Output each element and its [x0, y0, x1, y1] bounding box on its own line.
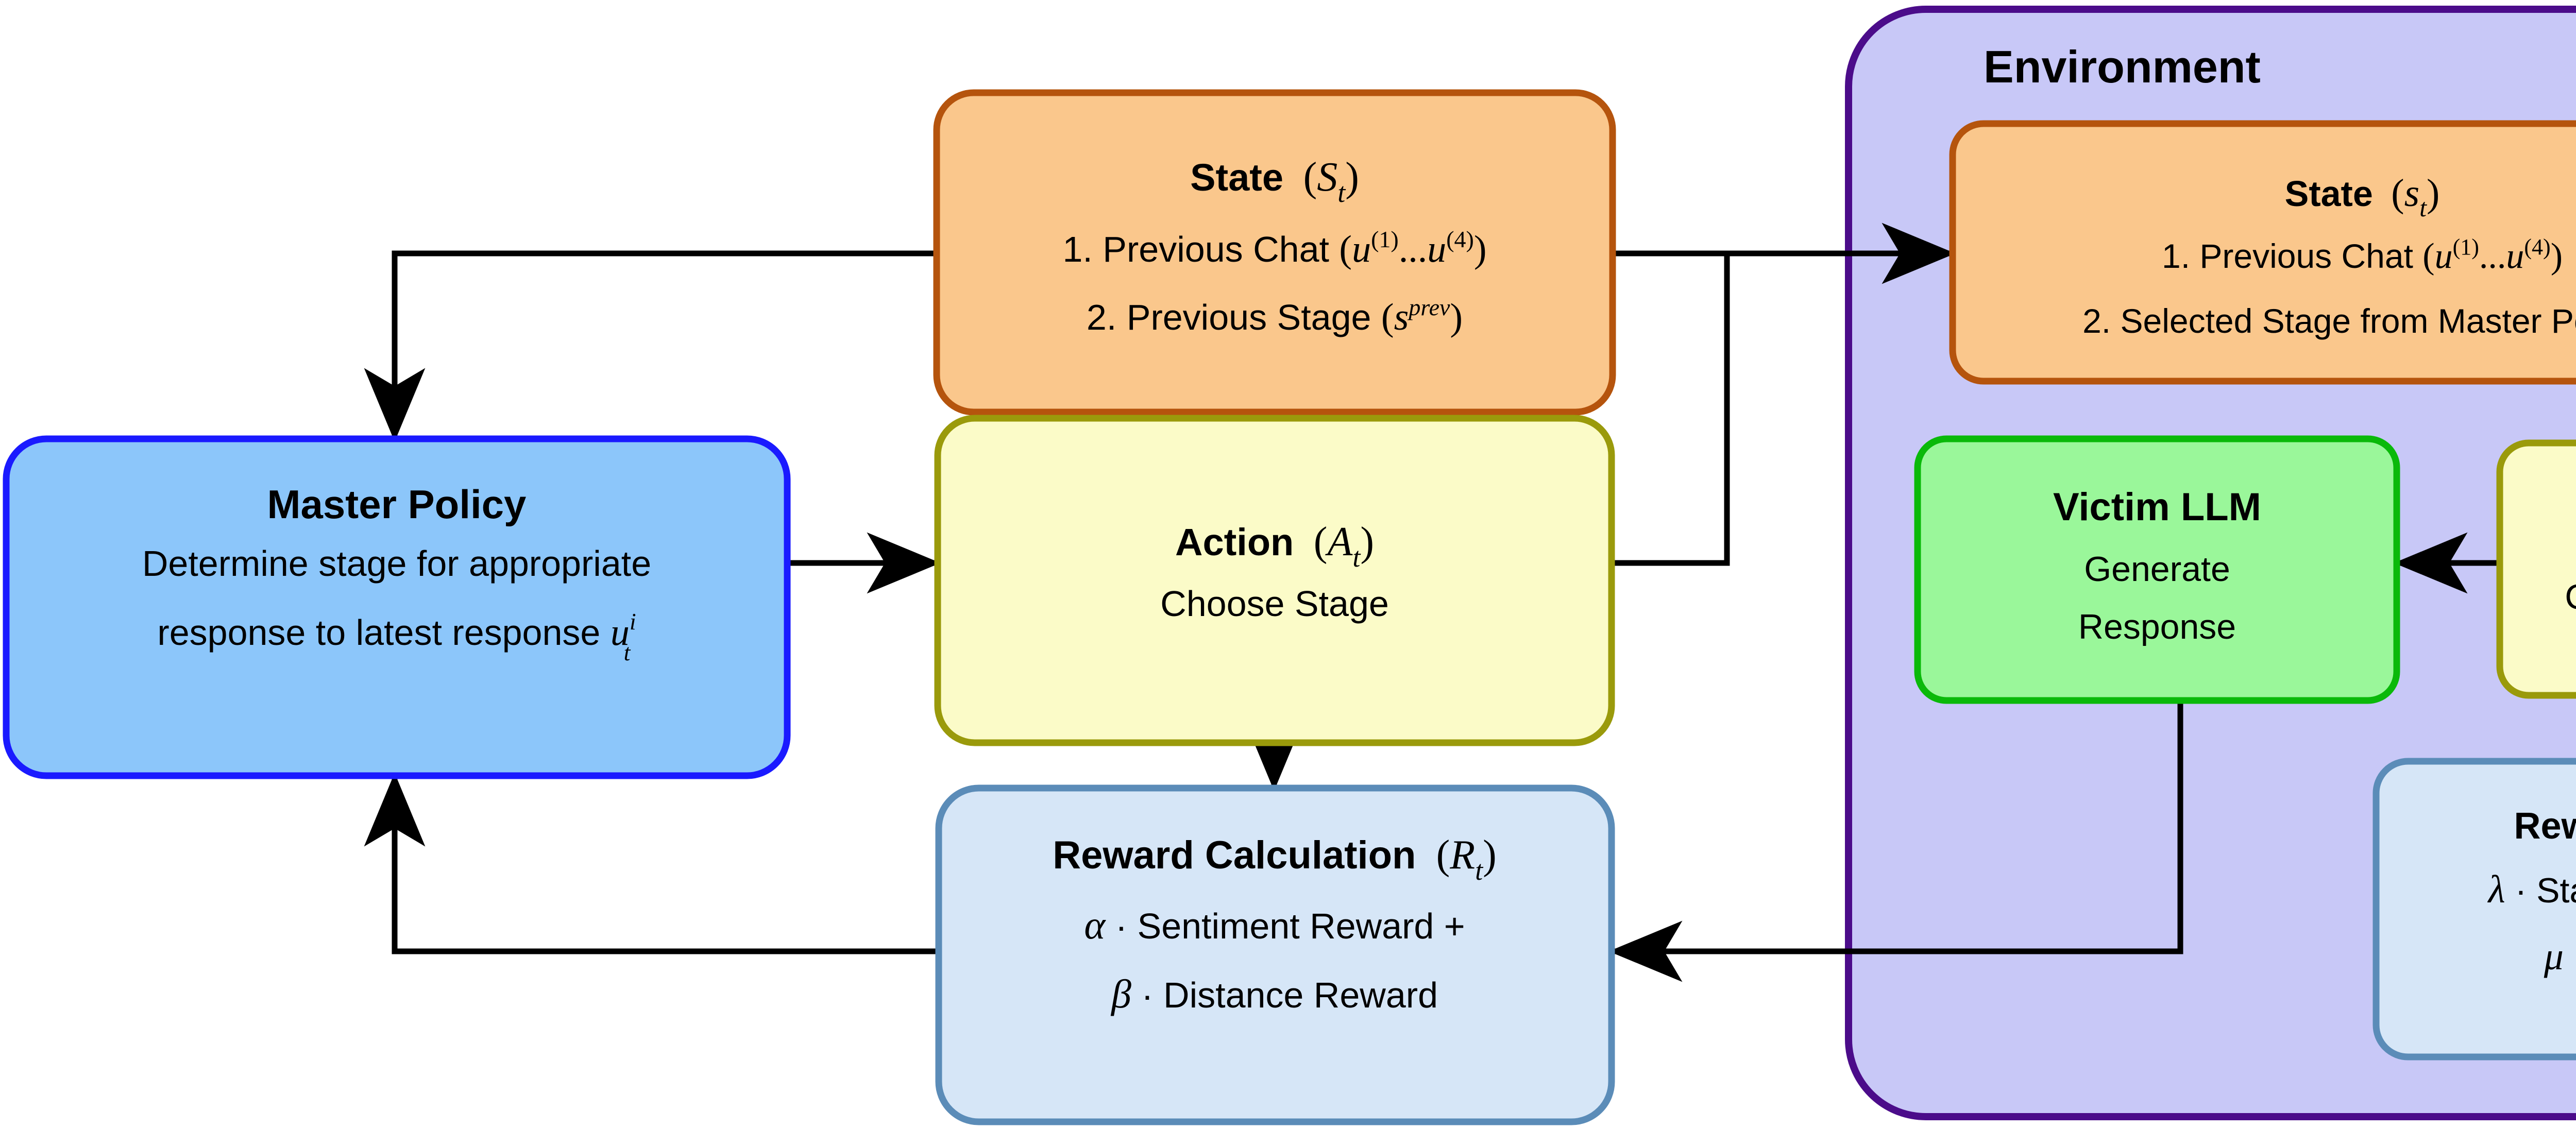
reward-inner-line1: λ · Stage Alignment Reward + [2487, 868, 2576, 911]
connector-layer [364, 223, 2499, 982]
action-big-box[interactable]: Action (At) Choose Stage [934, 415, 1615, 746]
victim-llm-box[interactable]: Victim LLM Generate Response [1914, 435, 2400, 704]
victim-line2: Response [2078, 607, 2236, 646]
reward-inner-line2: μ · Coherence Reward [2544, 935, 2576, 978]
state-inner-line2: 2. Selected Stage from Master Policy [2082, 302, 2576, 340]
edge-reward-to-master-policy [364, 773, 939, 954]
master-policy-box[interactable]: Master Policy Determine stage for approp… [3, 435, 791, 779]
svg-text:State (st): State (st) [2285, 172, 2440, 222]
state-outer-line2: 2. Previous Stage (sprev) [1087, 294, 1463, 338]
edge-action-to-state-inner [1612, 253, 1730, 566]
reward-inner-title: Reward Calculation [2514, 806, 2576, 847]
svg-text:State (St): State (St) [1190, 155, 1359, 208]
state-inner-line1: 1. Previous Chat (u(1)...u(4)) [2162, 234, 2563, 276]
svg-text:Action (At): Action (At) [1175, 519, 1374, 573]
master-policy-line1: Determine stage for appropriate [142, 543, 651, 584]
state-outer-line1: 1. Previous Chat (u(1)...u(4)) [1062, 226, 1486, 270]
reward-outer-line1: α · Sentiment Reward + [1084, 902, 1465, 947]
reward-outer-line2: β · Distance Reward [1110, 971, 1438, 1016]
action-inner-body: Choose Response [2565, 577, 2576, 617]
svg-text:Reward Calculation (rt): Reward Calculation (rt) [2514, 802, 2576, 856]
action-env-box[interactable]: Action (at) Choose Response [2496, 439, 2576, 699]
reward-outer-title: Reward Calculation [1053, 833, 1416, 877]
state-env-box[interactable]: State (st) 1. Previous Chat (u(1)...u(4)… [1949, 120, 2576, 385]
reward-big-box[interactable]: Reward Calculation (Rt) α · Sentiment Re… [935, 784, 1615, 1125]
edge-state-to-master-policy [364, 250, 937, 442]
action-outer-body: Choose Stage [1160, 584, 1389, 624]
state-inner-title: State [2285, 174, 2373, 214]
master-policy-title: Master Policy [267, 482, 527, 527]
state-big-box[interactable]: State (St) 1. Previous Chat (u(1)...u(4)… [933, 89, 1616, 416]
victim-title: Victim LLM [2053, 485, 2261, 529]
action-outer-title: Action [1175, 521, 1294, 563]
reward-env-box[interactable]: Reward Calculation (rt) λ · Stage Alignm… [2372, 758, 2576, 1061]
svg-text:Reward Calculation (Rt): Reward Calculation (Rt) [1053, 832, 1497, 886]
edge-victim-to-reward [1608, 698, 2183, 982]
environment-label: Environment [1984, 41, 2261, 92]
state-outer-title: State [1190, 156, 1283, 199]
victim-line1: Generate [2084, 550, 2230, 589]
